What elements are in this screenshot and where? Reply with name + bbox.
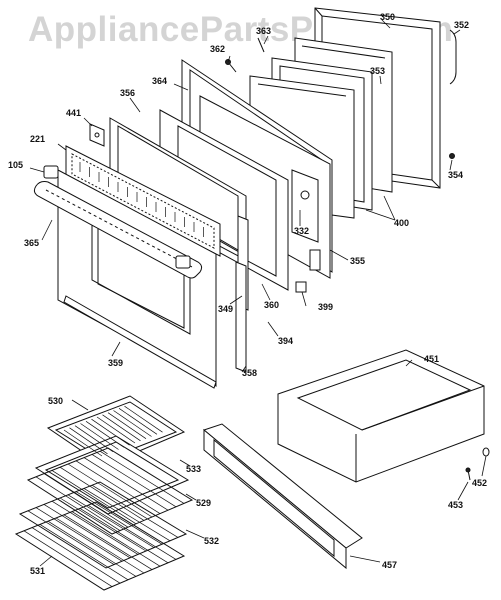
rack-wire <box>99 450 185 504</box>
grid-slot <box>124 405 163 433</box>
callout-358: 358 <box>242 368 258 378</box>
vent-slots <box>79 162 204 237</box>
callout-221: 221 <box>30 134 46 144</box>
rack-wire <box>91 454 177 508</box>
drawer-screw-453 <box>465 467 471 481</box>
callout-362: 362 <box>210 44 226 54</box>
rack-wire <box>59 497 147 552</box>
grid-slot <box>80 423 119 450</box>
rack-wire <box>47 520 137 577</box>
rack-wire <box>87 504 177 560</box>
grid-slot <box>91 418 130 446</box>
callout-399: 399 <box>318 302 334 312</box>
callout-359: 359 <box>108 358 124 368</box>
rack-wire <box>51 470 137 525</box>
callout-394: 394 <box>278 336 294 346</box>
rack-wire <box>91 484 179 538</box>
grid-slot <box>96 416 136 444</box>
oven-rack-533 <box>26 447 194 535</box>
screw-363 <box>257 37 265 53</box>
clip-399 <box>295 281 307 293</box>
drawer-front-457 <box>202 423 363 570</box>
callout-452: 452 <box>472 478 488 488</box>
grid-slot <box>69 427 108 455</box>
rack-wire <box>43 473 129 528</box>
rail-358 <box>235 261 247 373</box>
callout-350: 350 <box>380 12 396 22</box>
rack-wire <box>75 491 163 545</box>
callout-457: 457 <box>382 560 398 570</box>
callout-453: 453 <box>448 500 464 510</box>
callout-105: 105 <box>8 160 24 170</box>
drawer-stop-452 <box>482 447 490 457</box>
bottom-trim-359 <box>63 295 217 389</box>
rack-wire <box>67 494 155 548</box>
callout-365: 365 <box>24 238 40 248</box>
grid-slot <box>102 414 141 442</box>
callout-364: 364 <box>152 76 168 86</box>
rack-wire <box>63 514 153 570</box>
rack-wire <box>75 460 161 514</box>
callout-352: 352 <box>454 20 470 30</box>
callout-400: 400 <box>394 218 410 228</box>
callout-354: 354 <box>448 170 464 180</box>
rack-wire <box>27 510 115 565</box>
callout-529: 529 <box>196 498 212 508</box>
broil-pan-grid-slots <box>63 405 163 457</box>
callout-531: 531 <box>30 566 46 576</box>
rack-wire <box>31 527 121 584</box>
grid-slot <box>63 429 103 457</box>
drawer-body-451 <box>277 349 485 483</box>
rack-wire <box>83 488 171 542</box>
grid-slot <box>85 421 125 448</box>
callout-332: 332 <box>294 226 310 236</box>
door-handle-365 <box>33 181 203 279</box>
rack-wires <box>35 450 185 531</box>
grid-slot <box>118 408 158 435</box>
callout-356: 356 <box>120 88 136 98</box>
rack-wire <box>59 466 145 521</box>
rack-wire <box>39 524 129 581</box>
rack-wire <box>35 476 121 531</box>
rack-wire <box>71 511 161 567</box>
leader-lines <box>29 19 487 567</box>
grid-slot <box>74 425 114 452</box>
bracket-441 <box>89 123 105 147</box>
callout-451: 451 <box>424 354 440 364</box>
rack-wire <box>79 508 169 564</box>
callout-360: 360 <box>264 300 280 310</box>
screw-354 <box>449 153 455 159</box>
grid-slot <box>113 410 152 437</box>
rack-wires <box>27 484 179 565</box>
rack-wire <box>67 463 153 518</box>
screw-362 <box>225 59 237 73</box>
callout-363: 363 <box>256 26 272 36</box>
callout-530: 530 <box>48 396 64 406</box>
rack-wire <box>51 500 139 555</box>
rack-wire <box>43 504 131 559</box>
rack-wire <box>35 507 123 562</box>
callout-441: 441 <box>66 108 82 118</box>
oven-rack-531 <box>14 501 186 591</box>
callout-533: 533 <box>186 464 202 474</box>
rack-wire <box>23 530 113 587</box>
callout-349: 349 <box>218 304 234 314</box>
rack-wire <box>83 457 169 511</box>
grid-slot <box>107 412 147 439</box>
callout-532: 532 <box>204 536 220 546</box>
callout-355: 355 <box>350 256 366 266</box>
handle-endcap-105 <box>43 165 59 179</box>
handle-endcap-right <box>175 255 191 269</box>
vent-trim-221 <box>65 145 221 257</box>
callout-353: 353 <box>370 66 386 76</box>
rack-wires <box>23 504 177 587</box>
rack-wire <box>55 517 145 574</box>
door-gasket-352 <box>449 29 457 85</box>
